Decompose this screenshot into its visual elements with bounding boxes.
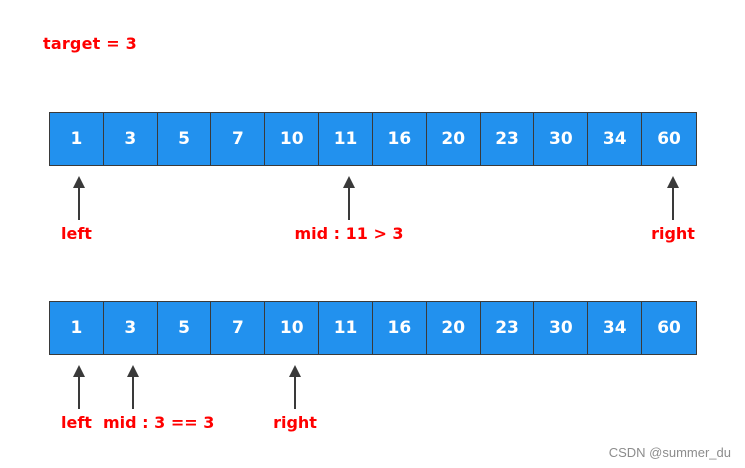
up-arrow-icon: [73, 176, 85, 220]
array-cell: 34: [588, 113, 643, 165]
array-cell: 34: [588, 302, 643, 354]
array-cell: 11: [319, 302, 373, 354]
pointer-label-left: left: [61, 413, 92, 432]
up-arrow-icon: [73, 365, 85, 409]
array-cell: 60: [642, 302, 696, 354]
array-cell: 1: [50, 113, 104, 165]
array-cell: 5: [157, 113, 212, 165]
array-cell: 30: [534, 302, 589, 354]
array-cell: 1: [50, 302, 104, 354]
up-arrow-icon: [343, 176, 355, 220]
pointer-label-mid: mid : 3 == 3: [103, 413, 215, 432]
array-cell: 16: [372, 113, 427, 165]
array-cell: 16: [372, 302, 427, 354]
array-cell: 23: [480, 113, 535, 165]
array-cell: 23: [480, 302, 535, 354]
array-cell: 5: [157, 302, 212, 354]
up-arrow-icon: [667, 176, 679, 220]
pointer-label-right: right: [273, 413, 317, 432]
array-cell: 30: [534, 113, 589, 165]
target-label: target = 3: [43, 34, 137, 53]
array-cell: 10: [265, 302, 320, 354]
watermark: CSDN @summer_du: [608, 445, 731, 460]
array-cell: 3: [103, 113, 158, 165]
up-arrow-icon: [289, 365, 301, 409]
array-cell: 3: [103, 302, 158, 354]
array-cell: 20: [426, 113, 481, 165]
array-cell: 11: [319, 113, 373, 165]
array-cell: 7: [211, 302, 266, 354]
up-arrow-icon: [127, 365, 139, 409]
array-cell: 7: [211, 113, 266, 165]
array-cell: 10: [265, 113, 320, 165]
array-cell: 20: [426, 302, 481, 354]
array-cell: 60: [642, 113, 696, 165]
pointer-label-mid: mid : 11 > 3: [294, 224, 404, 243]
pointer-label-right: right: [651, 224, 695, 243]
pointer-label-left: left: [61, 224, 92, 243]
